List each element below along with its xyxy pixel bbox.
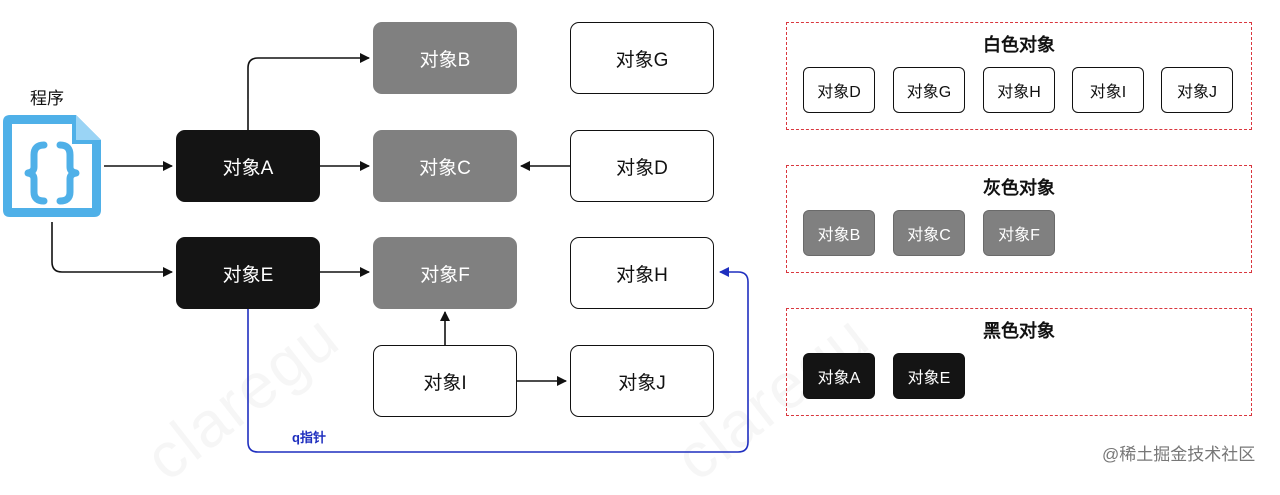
- white-chip: 对象J: [1161, 67, 1233, 113]
- node-h: 对象H: [570, 237, 714, 309]
- program-label: 程序: [30, 89, 64, 108]
- node-e: 对象E: [176, 237, 320, 309]
- node-i: 对象I: [373, 345, 517, 417]
- node-c: 对象C: [373, 130, 517, 202]
- black-chip: 对象A: [803, 353, 875, 399]
- gray-objects-panel: 灰色对象 对象B 对象C 对象F: [786, 165, 1252, 273]
- white-chip: 对象I: [1072, 67, 1144, 113]
- code-file-icon: [3, 115, 101, 217]
- node-j: 对象J: [570, 345, 714, 417]
- node-f: 对象F: [373, 237, 517, 309]
- site-watermark: @稀土掘金技术社区: [1102, 445, 1256, 464]
- gray-chip: 对象C: [893, 210, 965, 256]
- q-pointer-edge: [247, 267, 749, 453]
- edge-a-to-b: [247, 53, 370, 130]
- edge-program-to-e: [51, 222, 173, 277]
- node-d: 对象D: [570, 130, 714, 202]
- black-panel-title: 黑色对象: [983, 321, 1055, 341]
- node-g: 对象G: [570, 22, 714, 94]
- white-chip: 对象H: [983, 67, 1055, 113]
- black-objects-panel: 黑色对象 对象A 对象E: [786, 308, 1252, 416]
- white-chip: 对象D: [803, 67, 875, 113]
- node-b: 对象B: [373, 22, 517, 94]
- edges-layer: [51, 53, 749, 453]
- q-pointer-label: q指针: [292, 430, 326, 445]
- black-chip: 对象E: [893, 353, 965, 399]
- gray-panel-title: 灰色对象: [983, 178, 1055, 198]
- gray-chip: 对象F: [983, 210, 1055, 256]
- gray-chip: 对象B: [803, 210, 875, 256]
- node-a: 对象A: [176, 130, 320, 202]
- white-chip: 对象G: [893, 67, 965, 113]
- white-objects-panel: 白色对象 对象D 对象G 对象H 对象I 对象J: [786, 22, 1252, 130]
- white-panel-title: 白色对象: [983, 35, 1055, 55]
